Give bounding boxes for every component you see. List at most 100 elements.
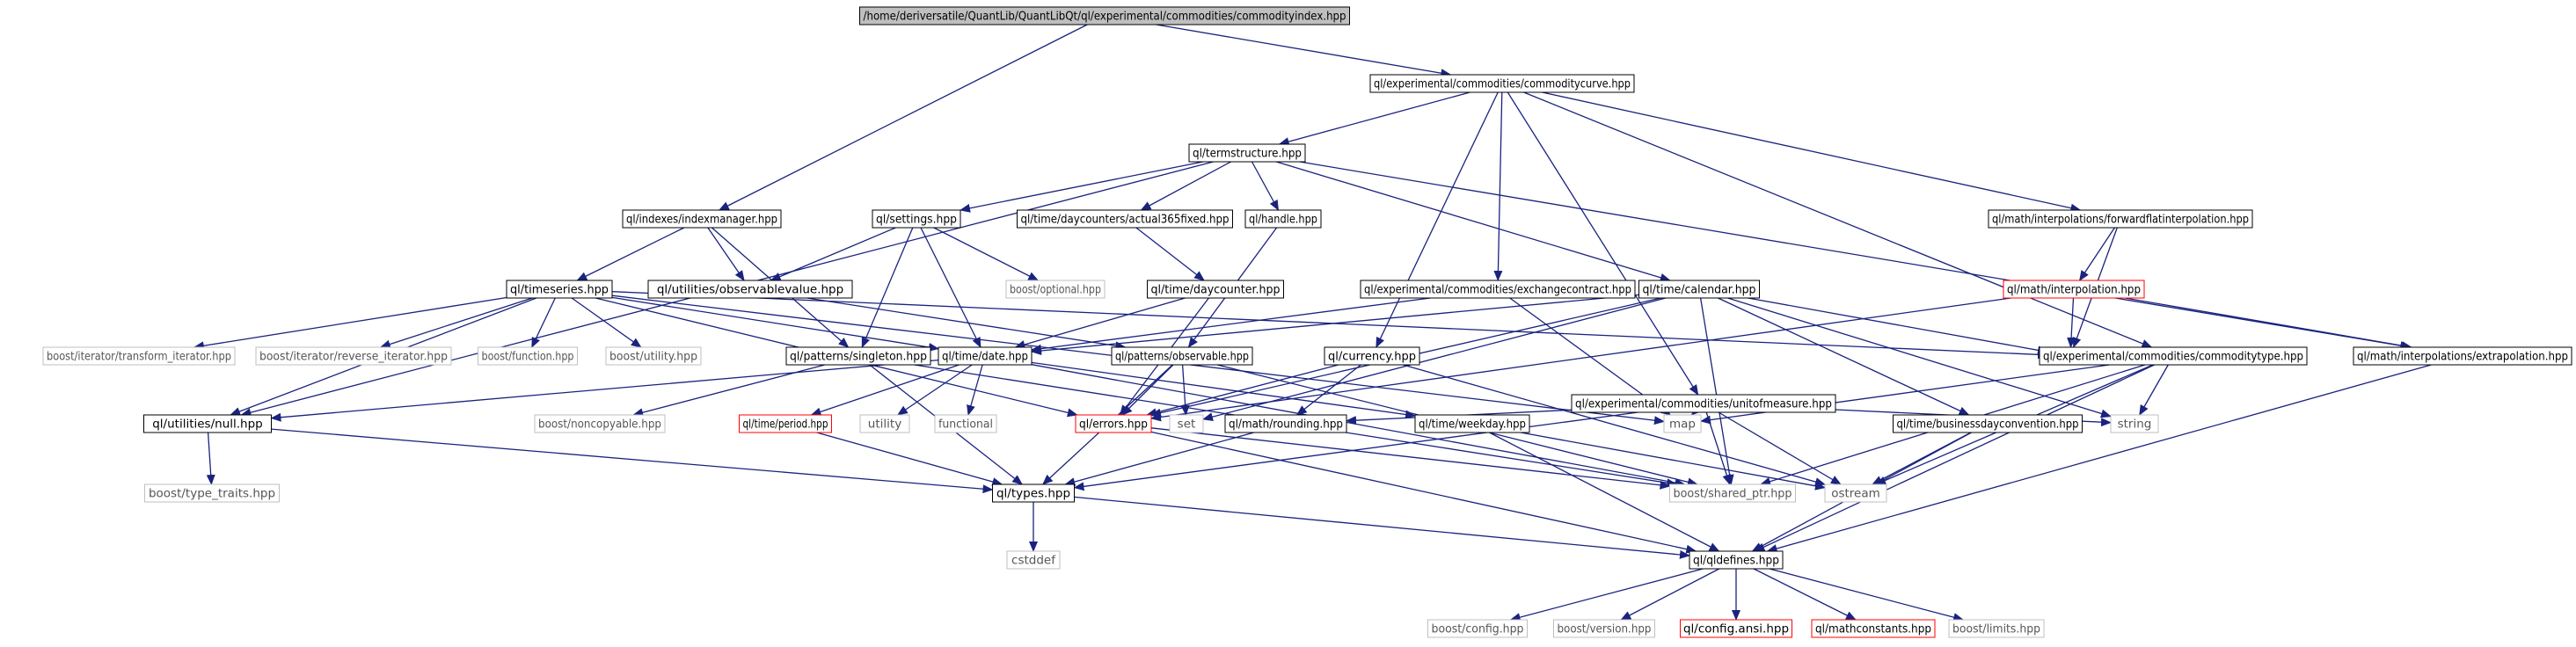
graph-node-functional[interactable]: functional — [934, 414, 997, 433]
graph-node-unitofmeasure[interactable]: ql/experimental/commodities/unitofmeasur… — [1571, 394, 1836, 413]
graph-node-root[interactable]: /home/deriversatile/QuantLib/QuantLibQt/… — [859, 6, 1350, 25]
node-box — [859, 6, 1350, 25]
edge-timeseries-to-transform — [193, 296, 507, 351]
graph-node-indexmanager[interactable]: ql/indexes/indexmanager.hpp — [622, 209, 782, 229]
graph-node-sharedptr[interactable]: boost/shared_ptr.hpp — [1669, 483, 1796, 503]
graph-node-utility[interactable]: utility — [859, 414, 910, 433]
graph-node-exchangecontract[interactable]: ql/experimental/commodities/exchangecont… — [1360, 280, 1636, 299]
node-label: boost/iterator/transform_iterator.hpp — [47, 350, 231, 364]
graph-node-blimits[interactable]: boost/limits.hpp — [1948, 619, 2045, 638]
node-label: ql/settings.hpp — [876, 213, 957, 227]
graph-node-handle[interactable]: ql/handle.hpp — [1244, 209, 1322, 229]
graph-node-forwardflat[interactable]: ql/math/interpolations/forwardflatinterp… — [1988, 209, 2253, 229]
edge-date-to-period — [810, 364, 960, 417]
node-label: ql/experimental/commodities/commoditytyp… — [2043, 350, 2303, 364]
graph-node-period[interactable]: ql/time/period.hpp — [739, 414, 832, 433]
edge-curve-to-termstructure — [1278, 91, 1470, 146]
graph-node-types[interactable]: ql/types.hpp — [992, 483, 1075, 503]
node-label: boost/shared_ptr.hpp — [1674, 487, 1792, 501]
edge-forwardflat-to-interpolation — [2079, 227, 2115, 281]
graph-node-qldefines[interactable]: ql/qldefines.hpp — [1689, 550, 1784, 570]
edge-weekday-to-ostream — [1521, 432, 1826, 491]
graph-node-bfunction[interactable]: boost/function.hpp — [478, 346, 578, 366]
graph-node-rounding[interactable]: ql/math/rounding.hpp — [1224, 414, 1347, 433]
edge-curve-to-unitofmeasure — [1507, 91, 1699, 396]
node-label: ql/time/daycounter.hpp — [1151, 283, 1281, 297]
graph-node-actual365[interactable]: ql/time/daycounters/actual365fixed.hpp — [1017, 209, 1233, 229]
edge-currency-to-errors — [1146, 364, 1339, 418]
node-box — [534, 414, 666, 433]
edge-qldefines-to-bversion — [1620, 568, 1720, 621]
graph-node-optional[interactable]: boost/optional.hpp — [1005, 280, 1106, 299]
graph-node-bversion[interactable]: boost/version.hpp — [1553, 619, 1655, 638]
graph-node-termstructure[interactable]: ql/termstructure.hpp — [1188, 143, 1306, 163]
node-label: functional — [938, 418, 993, 432]
graph-node-currency[interactable]: ql/currency.hpp — [1324, 346, 1420, 366]
graph-node-mathconstants[interactable]: ql/mathconstants.hpp — [1811, 619, 1936, 638]
edge-termstructure-to-settings — [960, 161, 1204, 213]
graph-node-bizdayconv[interactable]: ql/time/businessdayconvention.hpp — [1893, 414, 2083, 433]
graph-node-cstddef[interactable]: cstddef — [1006, 550, 1061, 570]
graph-node-configansi[interactable]: ql/config.ansi.hpp — [1680, 619, 1792, 638]
node-box — [478, 346, 578, 366]
node-label: ql/timeseries.hpp — [510, 283, 609, 297]
graph-node-singleton[interactable]: ql/patterns/singleton.hpp — [785, 346, 931, 366]
edge-calendar-to-set — [1202, 297, 1667, 422]
edge-timeseries-to-reverse — [379, 297, 533, 349]
graph-node-extrapolation[interactable]: ql/math/interpolations/extrapolation.hpp — [2353, 346, 2572, 366]
graph-node-map[interactable]: map — [1663, 414, 1702, 433]
graph-node-weekday[interactable]: ql/time/weekday.hpp — [1414, 414, 1530, 433]
node-label: ql/time/calendar.hpp — [1643, 283, 1756, 297]
graph-node-settings[interactable]: ql/settings.hpp — [872, 209, 961, 229]
graph-node-ostream[interactable]: ostream — [1824, 483, 1887, 503]
edge-settings-to-optional — [933, 227, 1040, 281]
graph-node-set[interactable]: set — [1169, 414, 1204, 433]
node-label: utility — [868, 418, 901, 432]
node-label: ql/termstructure.hpp — [1193, 147, 1302, 161]
node-box — [739, 414, 832, 433]
graph-node-typetraits[interactable]: boost/type_traits.hpp — [144, 483, 280, 503]
node-box — [1689, 550, 1784, 570]
edge-exchangecontract-to-date — [1031, 297, 1431, 353]
graph-node-bconfig[interactable]: boost/config.hpp — [1427, 619, 1528, 638]
node-box — [859, 414, 910, 433]
graph-node-date[interactable]: ql/time/date.hpp — [938, 346, 1033, 366]
edge-timeseries-to-bfunction — [531, 297, 556, 348]
node-label: ql/config.ansi.hpp — [1683, 622, 1789, 636]
graph-node-errors[interactable]: ql/errors.hpp — [1075, 414, 1152, 433]
graph-node-string[interactable]: string — [2110, 414, 2159, 433]
graph-node-curve[interactable]: ql/experimental/commodities/commoditycur… — [1369, 74, 1635, 93]
graph-node-timeseries[interactable]: ql/timeseries.hpp — [506, 280, 613, 299]
node-box — [647, 280, 853, 299]
node-box — [2003, 280, 2145, 299]
node-label: ql/math/interpolations/forwardflatinterp… — [1992, 213, 2249, 227]
node-box — [1663, 414, 1702, 433]
node-box — [1669, 483, 1796, 503]
graph-node-reverse[interactable]: boost/iterator/reverse_iterator.hpp — [255, 346, 452, 366]
node-label: boost/limits.hpp — [1952, 622, 2040, 636]
graph-node-null[interactable]: ql/utilities/null.hpp — [143, 414, 272, 433]
node-label: string — [2118, 418, 2152, 432]
edge-unitofmeasure-to-types — [1073, 411, 1638, 491]
edge-rounding-to-types — [1064, 432, 1254, 486]
graph-node-calendar[interactable]: ql/time/calendar.hpp — [1638, 280, 1760, 299]
edge-termstructure-to-extrapolation — [1299, 161, 2412, 351]
graph-node-commoditytype[interactable]: ql/experimental/commodities/commoditytyp… — [2039, 346, 2308, 366]
node-label: boost/function.hpp — [482, 350, 574, 364]
node-box — [938, 346, 1033, 366]
node-box — [143, 414, 272, 433]
graph-node-noncopyable[interactable]: boost/noncopyable.hpp — [534, 414, 666, 433]
graph-node-butility[interactable]: boost/utility.hpp — [605, 346, 702, 366]
edge-indexmanager-to-observablevalue — [707, 227, 745, 281]
node-label: ql/indexes/indexmanager.hpp — [626, 213, 777, 227]
graph-node-daycounter[interactable]: ql/time/daycounter.hpp — [1147, 280, 1284, 299]
node-box — [506, 280, 613, 299]
node-label: ql/time/weekday.hpp — [1419, 418, 1526, 432]
graph-node-observable[interactable]: ql/patterns/observable.hpp — [1111, 346, 1253, 366]
graph-node-observablevalue[interactable]: ql/utilities/observablevalue.hpp — [647, 280, 853, 299]
graph-node-transform[interactable]: boost/iterator/transform_iterator.hpp — [42, 346, 236, 366]
edge-weekday-to-qldefines — [1489, 432, 1720, 552]
node-label: ql/mathconstants.hpp — [1815, 622, 1931, 636]
graph-node-interpolation[interactable]: ql/math/interpolation.hpp — [2003, 280, 2145, 299]
node-label: ql/errors.hpp — [1079, 418, 1148, 432]
